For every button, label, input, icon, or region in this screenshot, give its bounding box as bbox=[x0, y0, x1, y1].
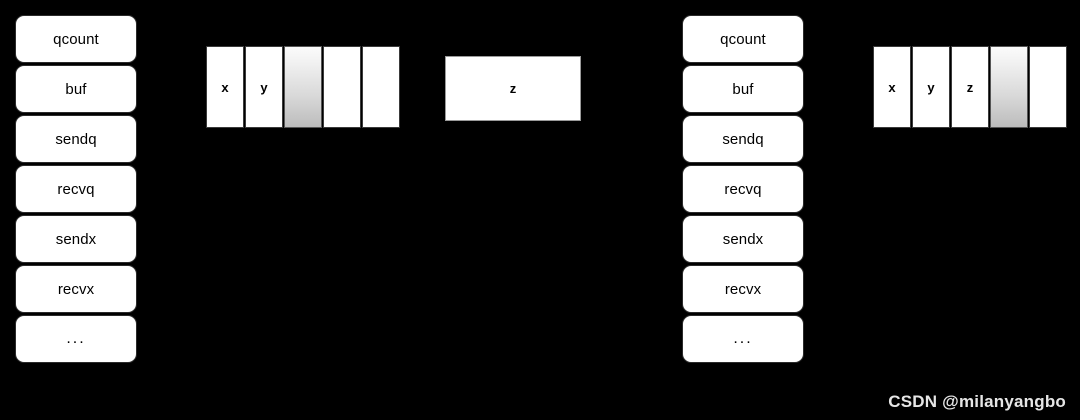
value-box-z: z bbox=[445, 56, 581, 121]
struct-field-recvx: recvx bbox=[682, 265, 804, 313]
struct-field-sendq: sendq bbox=[15, 115, 137, 163]
watermark: CSDN @milanyangbo bbox=[888, 392, 1066, 411]
struct-stack-hchan-right: qcount buf sendq recvq sendx recvx ... bbox=[682, 15, 804, 363]
ring-cell-0: x bbox=[206, 46, 244, 128]
ring-cell-3-highlighted bbox=[990, 46, 1028, 128]
ring-cell-0: x bbox=[873, 46, 911, 128]
struct-field-recvq: recvq bbox=[682, 165, 804, 213]
struct-field-sendq: sendq bbox=[682, 115, 804, 163]
struct-field-buf: buf bbox=[682, 65, 804, 113]
ring-cell-4 bbox=[362, 46, 400, 128]
ring-cell-2-highlighted bbox=[284, 46, 322, 128]
struct-field-buf: buf bbox=[15, 65, 137, 113]
struct-field-qcount: qcount bbox=[15, 15, 137, 63]
struct-field-ellipsis: ... bbox=[15, 315, 137, 363]
struct-field-recvq: recvq bbox=[15, 165, 137, 213]
struct-field-sendx: sendx bbox=[15, 215, 137, 263]
struct-field-recvx: recvx bbox=[15, 265, 137, 313]
struct-field-ellipsis: ... bbox=[682, 315, 804, 363]
struct-field-sendx: sendx bbox=[682, 215, 804, 263]
ring-buffer-left: x y bbox=[206, 46, 400, 128]
ring-cell-4 bbox=[1029, 46, 1067, 128]
struct-stack-hchan-left: qcount buf sendq recvq sendx recvx ... bbox=[15, 15, 137, 363]
ring-cell-3 bbox=[323, 46, 361, 128]
struct-field-qcount: qcount bbox=[682, 15, 804, 63]
ring-cell-2: z bbox=[951, 46, 989, 128]
ring-cell-1: y bbox=[245, 46, 283, 128]
ring-buffer-right: x y z bbox=[873, 46, 1067, 128]
ring-cell-1: y bbox=[912, 46, 950, 128]
